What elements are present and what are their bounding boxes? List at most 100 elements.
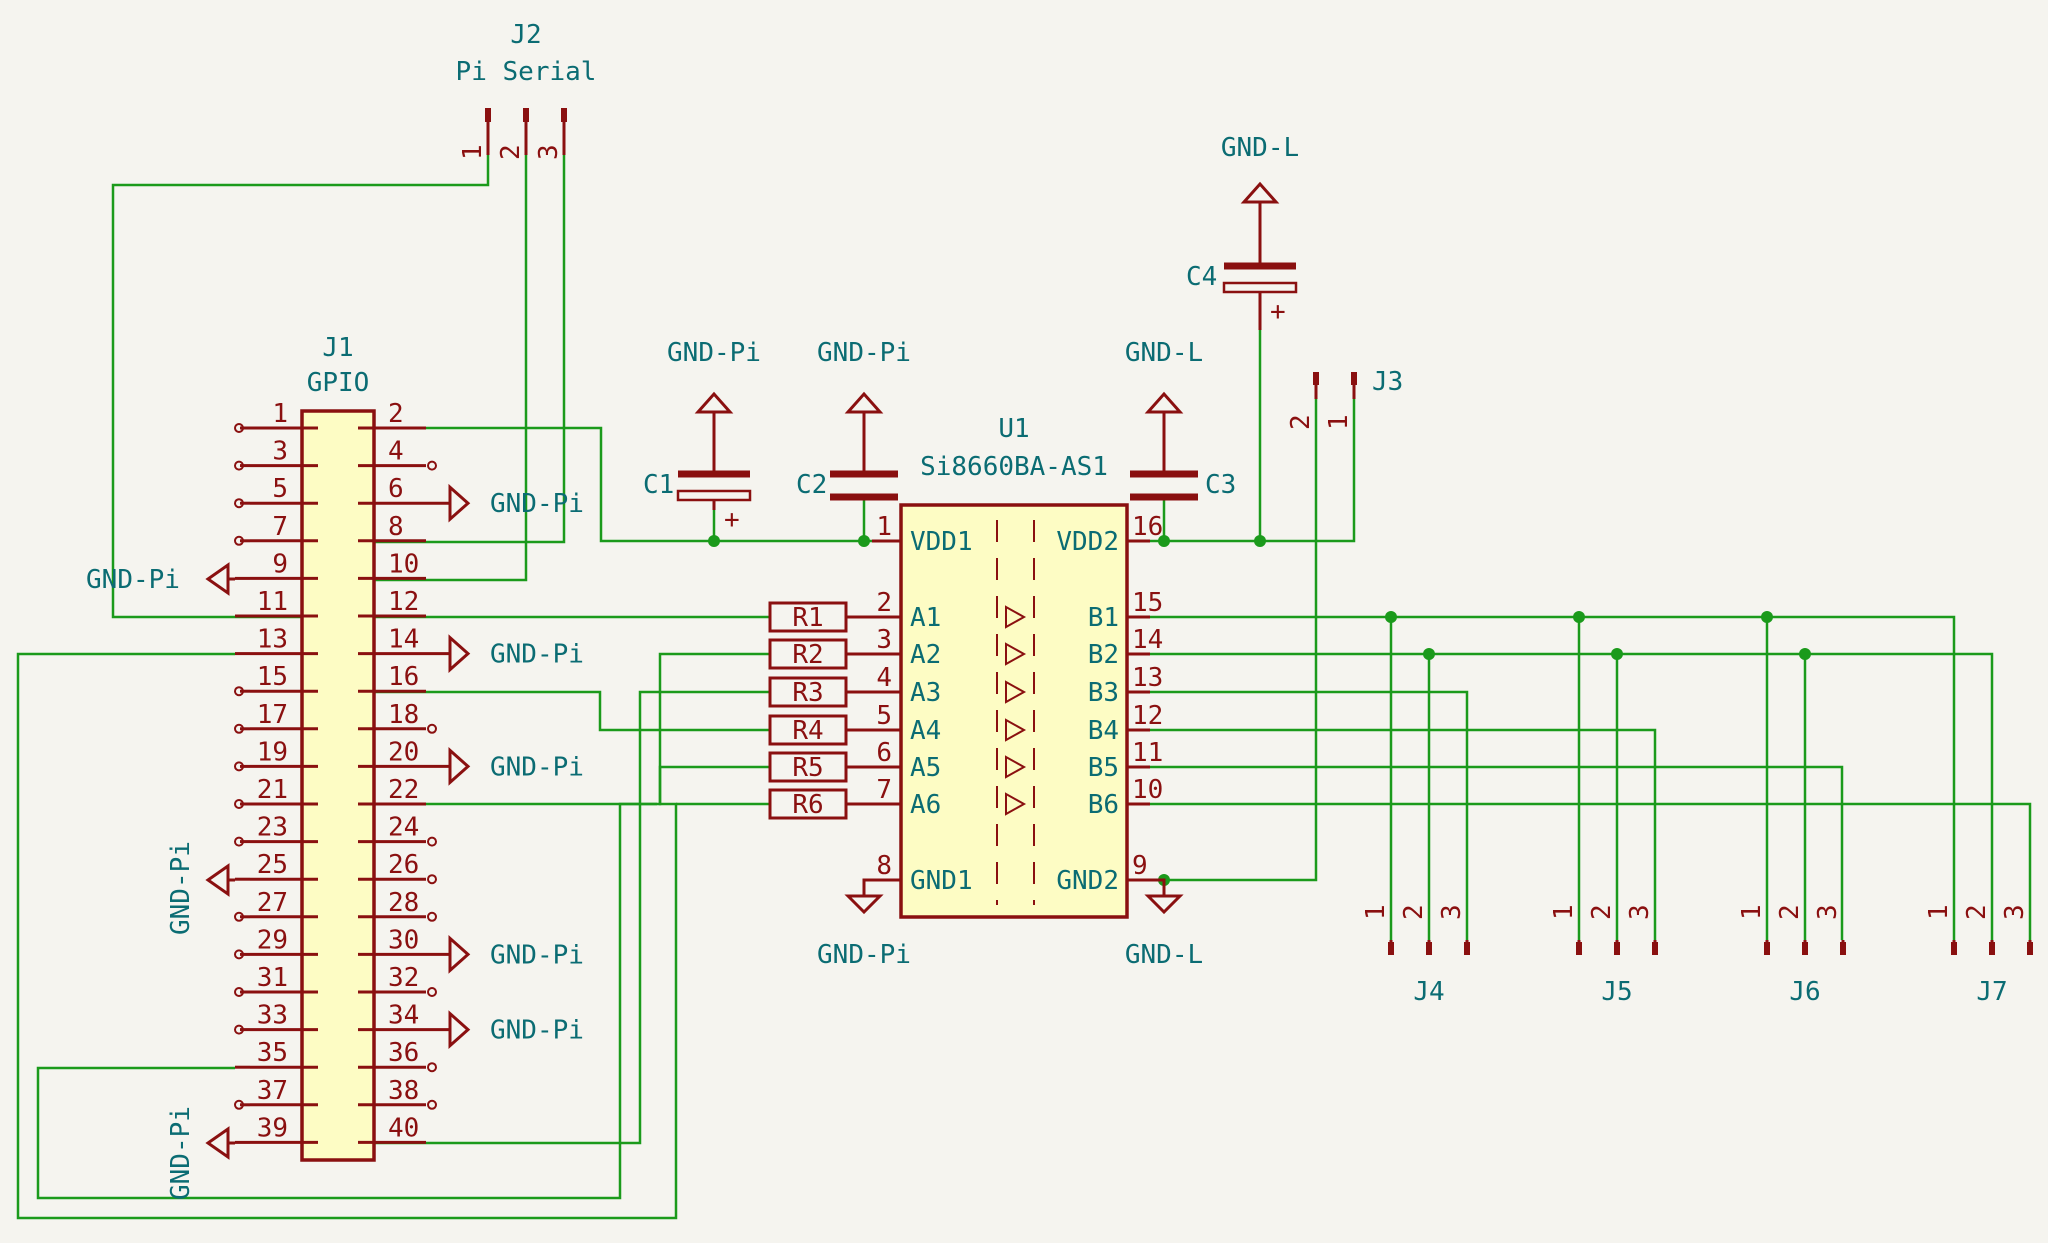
connector-pin-number: 1 (1549, 904, 1579, 920)
gpio-pin-number: 22 (388, 775, 419, 805)
u1-pin-number: 9 (1132, 851, 1148, 881)
u1-pin-name: A5 (910, 753, 941, 783)
u1-pin-name: B2 (1088, 640, 1119, 670)
c4-capacitor[interactable]: C4 + (1186, 215, 1298, 330)
power-label-gnd-pi: GND-Pi (490, 640, 584, 670)
gpio-pin-number: 2 (388, 399, 404, 429)
u1-isolation-barrier (996, 520, 1035, 905)
ground-arrow-icon (426, 483, 471, 523)
u1-pin-name: A3 (910, 678, 941, 708)
resistor-ref: R4 (792, 716, 823, 746)
no-connect-marker (234, 836, 244, 847)
junction (1158, 535, 1170, 547)
j3-connector[interactable]: J3 2 1 (1286, 367, 1403, 430)
power-label-gnd-l: GND-L (1221, 133, 1299, 163)
no-connect-marker (234, 949, 244, 960)
connector-pin-number: 1 (1737, 904, 1767, 920)
no-connect-marker (427, 460, 437, 471)
gpio-pin-number: 24 (388, 813, 419, 843)
power-gnd-l-u1: GND-L (1125, 878, 1203, 970)
ground-arrow-icon (426, 747, 471, 786)
u1-pin-name: A1 (910, 603, 941, 633)
connector-ref: J4 (1413, 977, 1444, 1007)
no-connect-marker (234, 1024, 244, 1035)
connector-ref: J7 (1976, 977, 2007, 1007)
power-arrow-icon (1240, 181, 1280, 215)
wire-5v-rail (375, 426, 880, 543)
j2-pi-serial[interactable]: J2 Pi Serial 1 2 3 (456, 20, 597, 160)
junction (1573, 611, 1585, 623)
c2-capacitor[interactable]: C2 (796, 430, 898, 501)
resistor-r4[interactable]: R4 (768, 714, 872, 746)
c1-ref: C1 (643, 470, 674, 500)
power-gnd-pi-pin25: GND-Pi (166, 841, 235, 935)
no-connect-marker (427, 874, 437, 885)
u1-ref: U1 (998, 414, 1029, 444)
gpio-pin-number: 1 (272, 399, 288, 429)
gpio-pin-number: 23 (257, 813, 288, 843)
u1-pin-name: B1 (1088, 603, 1119, 633)
u1-pin-name: A4 (910, 716, 941, 746)
power-label-gnd-pi: GND-Pi (166, 841, 196, 935)
connector-pin-number: 3 (1625, 904, 1655, 920)
gpio-pin-number: 3 (272, 437, 288, 467)
gpio-pin-number: 27 (257, 888, 288, 918)
j3-ref: J3 (1372, 367, 1403, 397)
u1-pin-number: 11 (1132, 738, 1163, 768)
junction (1611, 648, 1623, 660)
power-gnd-pi-right: GND-Pi (426, 747, 584, 786)
no-connect-marker (234, 423, 244, 433)
j1-body (300, 409, 376, 1162)
resistor-r5[interactable]: R5 (768, 751, 872, 783)
c3-capacitor[interactable]: C3 (1130, 430, 1236, 501)
power-gnd-pi-right: GND-Pi (426, 935, 584, 974)
gpio-pin-number: 25 (257, 850, 288, 880)
no-connect-marker (234, 761, 244, 772)
u1-pin-name: GND1 (910, 866, 973, 896)
power-gnd-pi-right: GND-Pi (426, 1010, 584, 1049)
no-connect-marker (427, 723, 437, 734)
j3-pin-stubs (1313, 372, 1357, 385)
gpio-pin-number: 7 (272, 512, 288, 542)
j2-pin3-num: 3 (534, 144, 564, 160)
c1-capacitor[interactable]: C1 + (643, 430, 752, 535)
j2-pin-stubs (485, 108, 567, 122)
connector-ref: J5 (1601, 977, 1632, 1007)
gpio-pin-number: 16 (388, 662, 419, 692)
u1-pin-number: 5 (876, 701, 892, 731)
resistor-ref: R6 (792, 790, 823, 820)
power-label-gnd-l: GND-L (1125, 940, 1203, 970)
c1-plus: + (724, 505, 740, 535)
u1-pin-name: VDD1 (910, 527, 973, 557)
resistor-r3[interactable]: R3 (768, 676, 872, 708)
resistor-r2[interactable]: R2 (768, 638, 872, 670)
no-connect-marker (427, 836, 437, 847)
gpio-pin-number: 34 (388, 1001, 419, 1031)
power-arrow-icon (1144, 391, 1184, 430)
connector-pin-number: 3 (1437, 904, 1467, 920)
j2-pin2-num: 2 (496, 144, 526, 160)
j3-pin1-num: 1 (1324, 414, 1354, 430)
wire-b2 (1150, 652, 1994, 940)
gpio-pin-number: 40 (388, 1113, 419, 1143)
no-connect-marker (234, 535, 244, 546)
power-label-gnd-pi: GND-Pi (817, 940, 911, 970)
power-label-gnd-l: GND-L (1125, 338, 1203, 368)
resistor-r1[interactable]: R1 (768, 601, 872, 633)
ground-arrow-icon (205, 863, 235, 897)
u1-pin-number: 14 (1132, 625, 1163, 655)
buffer-triangle-icon (1005, 718, 1027, 742)
wires (16, 155, 2032, 1220)
c4-plate-polar (1222, 281, 1298, 294)
resistor-r6[interactable]: R6 (768, 788, 872, 820)
no-connect-marker (234, 498, 244, 509)
